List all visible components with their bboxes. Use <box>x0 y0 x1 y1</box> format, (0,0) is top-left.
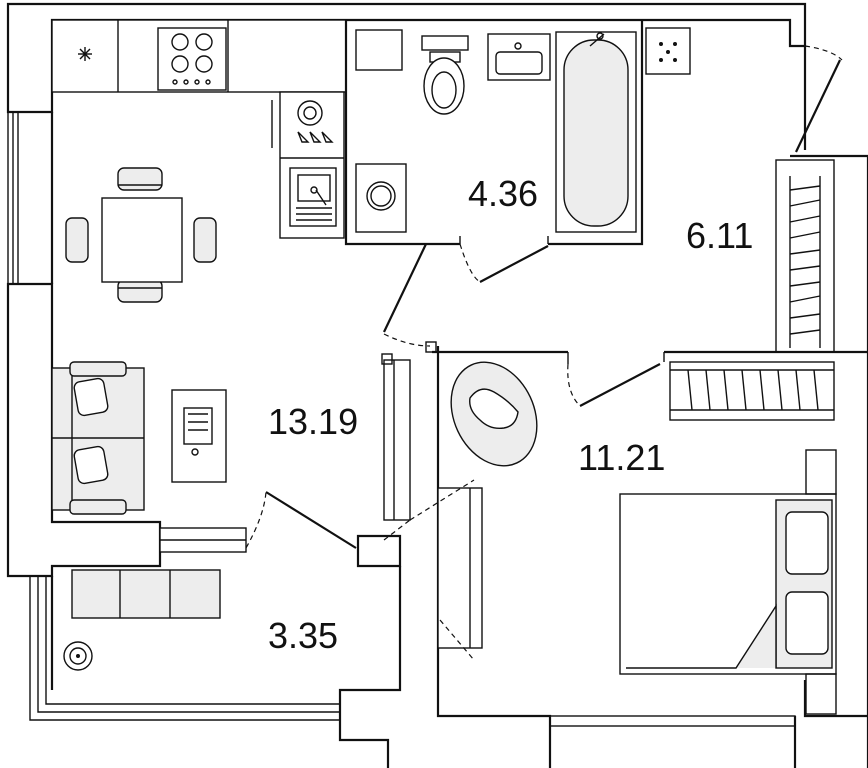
bed-icon <box>619 449 837 715</box>
room-area-bedroom: 11.21 <box>578 437 665 478</box>
bathroom-walls <box>344 20 644 246</box>
room-area-loggia: 3.35 <box>268 615 338 656</box>
loggia-bench-icon <box>71 569 221 619</box>
sofa-icon <box>51 361 145 515</box>
toilet-icon <box>421 35 469 115</box>
wardrobe-icon <box>775 159 835 353</box>
kitchen-counter <box>51 19 347 93</box>
wardrobe-horizontal-icon <box>669 361 835 421</box>
wardrobe-left-icon <box>383 359 483 649</box>
door-swings <box>245 45 843 661</box>
dining-table <box>65 167 217 303</box>
bedroom-walls <box>432 350 868 364</box>
stove-icon <box>157 27 227 91</box>
bathtub-icon <box>555 31 637 233</box>
coffee-machine-icon <box>297 100 334 143</box>
desk-icon <box>171 389 227 483</box>
washing-machine-icon <box>355 163 407 233</box>
room-area-bathroom: 4.36 <box>468 173 538 214</box>
outer-walls <box>6 2 868 768</box>
kitchen-side-counter <box>271 91 345 239</box>
washbasin-icon <box>487 33 551 81</box>
fridge-icon <box>78 47 92 61</box>
room-area-hallway: 6.11 <box>686 215 753 256</box>
bathroom-cabinet-icon <box>645 27 691 75</box>
rug-icon <box>450 361 538 467</box>
room-area-kitchen-living: 13.19 <box>268 401 358 442</box>
sink-icon <box>289 167 337 227</box>
lamp-icon <box>63 641 93 671</box>
